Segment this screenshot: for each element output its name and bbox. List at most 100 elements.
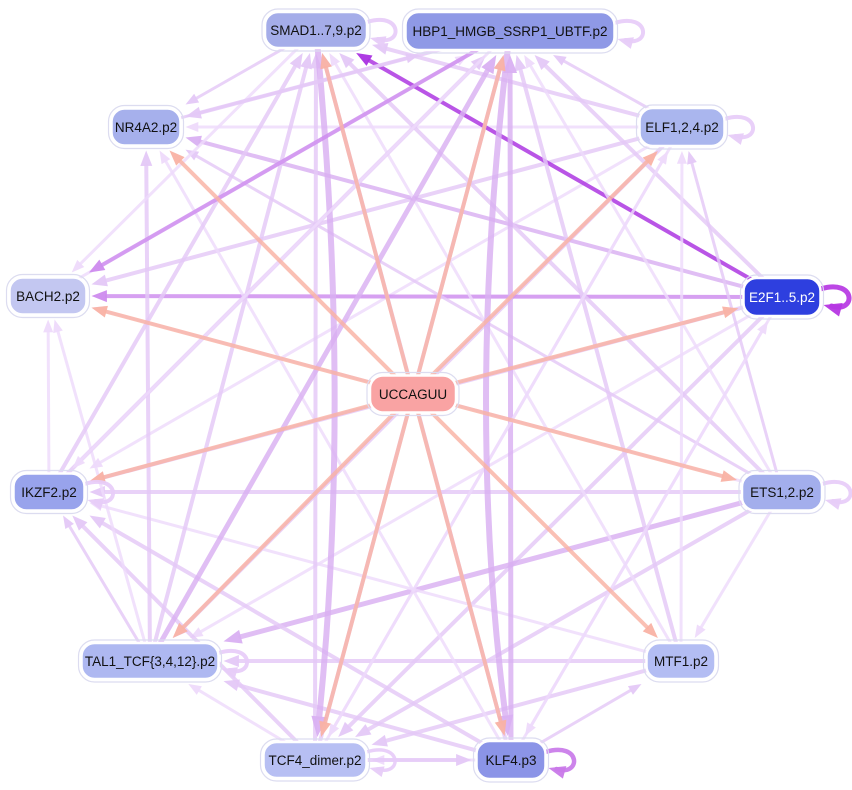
edge-elf-hbp1-arrowhead	[553, 55, 567, 66]
edge-layer	[43, 27, 785, 766]
edge-mtf1-tal1-arrowhead	[223, 655, 239, 667]
edge-smad-bach2	[79, 28, 318, 265]
edge-mtf1-ikzf2	[100, 504, 683, 663]
edge-hbp1-nr4a2-arrowhead	[185, 106, 202, 119]
node-e2f-box	[742, 276, 822, 318]
edge-ucc-ikzf2-arrowhead	[89, 471, 106, 483]
node-smad[interactable]: SMAD1..7,9.p2	[261, 8, 371, 52]
edge-ucc-mtf1	[411, 392, 650, 630]
edge-ets-mtf1	[699, 490, 784, 629]
node-bach2[interactable]: BACH2.p2	[5, 273, 91, 319]
node-ucc[interactable]: UCCAGUU	[366, 371, 460, 417]
edge-klf4-e2f-arrowhead	[757, 321, 768, 335]
node-ets[interactable]: ETS1,2.p2	[738, 469, 826, 515]
edge-ets-tcf4-arrowhead	[355, 724, 372, 737]
edge-tal1-nr4a2-arrowhead	[140, 150, 153, 166]
edge-ucc-nr4a2-arrowhead	[169, 150, 185, 166]
node-klf4-outline	[472, 737, 550, 783]
edge-tal1-ikzf2-arrowhead	[63, 515, 74, 530]
edge-ets-hbp1	[529, 64, 784, 494]
node-ucc-box	[368, 374, 458, 414]
edge-ucc-smad-arrowhead	[320, 53, 332, 70]
edge-ucc-tal1-arrowhead	[172, 622, 188, 638]
node-tal1[interactable]: TAL1_TCF{3,4,12}.p2	[77, 639, 223, 683]
edge-tal1-hbp1	[147, 68, 490, 664]
node-tcf4-outline	[259, 738, 371, 782]
edge-mtf1-smad-arrowhead	[329, 53, 341, 67]
edge-mtf1-elf	[679, 162, 684, 663]
edge-elf-bach2-arrowhead	[91, 274, 108, 287]
self-loop-layer	[82, 18, 852, 779]
node-ets-box	[740, 472, 824, 512]
edge-ets-mtf1-arrowhead	[694, 624, 706, 638]
node-klf4[interactable]: KLF4.p3	[472, 737, 550, 783]
edge-smad-nr4a2-arrowhead	[185, 93, 200, 105]
edge-mtf1-tcf4	[384, 659, 683, 743]
edge-e2f-nr4a2-arrowhead	[185, 135, 202, 148]
edge-hbp1-bach2-arrowhead	[88, 259, 106, 273]
node-ikzf2[interactable]: IKZF2.p2	[9, 469, 89, 515]
edge-tal1-smad-arrowhead	[300, 53, 312, 70]
edge-ucc-bach2-arrowhead	[91, 305, 108, 318]
edge-e2f-bach2	[104, 294, 784, 299]
edge-ucc-mtf1-arrowhead	[642, 622, 658, 638]
node-smad-box	[263, 10, 369, 50]
edge-tcf4-klf4-arrowhead	[456, 754, 472, 766]
edge-ikzf2-smad-arrowhead	[289, 53, 303, 70]
self-loop-tcf4-arrowhead	[369, 766, 385, 778]
edge-smad-tcf4	[313, 27, 338, 720]
node-tal1-box	[80, 641, 220, 681]
node-e2f[interactable]: E2F1..5.p2	[739, 274, 825, 320]
edge-hbp1-klf4	[483, 28, 513, 719]
edge-tal1-bach2-arrowhead	[53, 319, 63, 334]
edge-hbp1-ikzf2-arrowhead	[72, 455, 86, 469]
edge-tal1-nr4a2	[144, 163, 152, 663]
node-ikzf2-outline	[9, 469, 89, 515]
edge-tcf4-ikzf2-arrowhead	[72, 515, 88, 531]
edge-smad-bach2-arrowhead	[71, 259, 85, 273]
edge-mtf1-elf-arrowhead	[676, 151, 687, 164]
edge-ucc-hbp1-arrowhead	[493, 55, 506, 72]
node-tcf4-box	[262, 740, 368, 780]
edge-klf4-nr4a2	[164, 160, 513, 762]
self-loop-tcf4	[364, 748, 397, 772]
edge-tal1-ikzf2	[68, 524, 152, 663]
edge-elf-bach2	[104, 125, 684, 283]
edge-ucc-elf-arrowhead	[642, 151, 658, 167]
edge-elf-smad	[384, 46, 684, 129]
edge-tal1-bach2	[56, 330, 152, 663]
node-ucc-outline	[366, 371, 460, 417]
node-elf-box	[638, 106, 726, 148]
edge-ets-smad-arrowhead	[339, 53, 355, 69]
node-hbp1-box	[404, 10, 616, 52]
self-loop-hbp1-arrowhead	[617, 37, 634, 49]
node-tcf4[interactable]: TCF4_dimer.p2	[259, 738, 371, 782]
edge-ucc-klf4	[411, 392, 503, 724]
node-hbp1[interactable]: HBP1_HMGB_SSRP1_UBTF.p2	[401, 8, 619, 54]
node-nr4a2[interactable]: NR4A2.p2	[107, 104, 185, 150]
node-mtf1[interactable]: MTF1.p2	[642, 639, 720, 683]
edge-e2f-tal1	[199, 295, 784, 634]
edge-ucc-ets	[411, 392, 725, 479]
edge-e2f-smad-arrowhead	[356, 53, 373, 66]
node-hbp1-outline	[401, 8, 619, 54]
node-tal1-outline	[77, 639, 223, 683]
edge-e2f-hbp1-arrowhead	[534, 55, 550, 71]
node-e2f-outline	[739, 274, 825, 320]
edge-ikzf2-bach2	[46, 330, 51, 494]
node-bach2-outline	[5, 273, 91, 319]
edge-e2f-hbp1	[543, 63, 784, 299]
self-loop-klf4-arrowhead	[548, 766, 567, 779]
edge-klf4-ikzf2	[100, 521, 513, 762]
edge-mtf1-tcf4-arrowhead	[371, 734, 388, 747]
self-loop-ets-arrowhead	[825, 498, 842, 510]
edge-ucc-e2f	[411, 310, 726, 396]
node-mtf1-outline	[642, 639, 720, 683]
edge-hbp1-ikzf2	[80, 29, 512, 461]
edge-ets-elf-arrowhead	[687, 151, 697, 165]
edge-ucc-nr4a2	[178, 159, 415, 396]
node-nr4a2-outline	[107, 104, 185, 150]
node-elf[interactable]: ELF1,2,4.p2	[635, 104, 729, 150]
edge-smad-tcf4-arrowhead	[311, 715, 328, 737]
